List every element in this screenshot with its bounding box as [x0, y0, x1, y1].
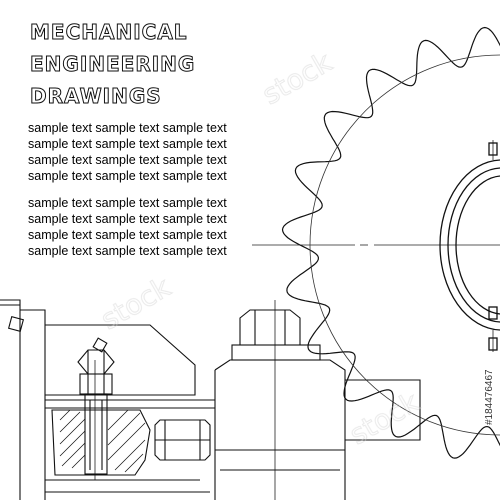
- sample-text-line: sample text sample text sample text: [28, 137, 227, 151]
- sample-text-line: sample text sample text sample text: [28, 212, 227, 226]
- sample-text-line: sample text sample text sample text: [28, 228, 227, 242]
- title-line-2: ENGINEERING: [29, 52, 196, 77]
- gear-bore: [439, 142, 500, 351]
- bolt-drawing: [77, 337, 115, 475]
- sample-text-line: sample text sample text sample text: [28, 169, 227, 183]
- svg-text:stock: stock: [344, 385, 426, 451]
- central-assembly: [154, 309, 421, 500]
- sample-text-line: sample text sample text sample text: [28, 196, 227, 210]
- sample-text-block-1: sample text sample text sample text samp…: [28, 120, 227, 184]
- title-line-1: MECHANICAL: [30, 20, 188, 45]
- sample-text-line: sample text sample text sample text: [28, 153, 227, 167]
- svg-text:stock: stock: [256, 45, 338, 111]
- machine-housing-drawing: [0, 299, 215, 500]
- sample-text-block-2: sample text sample text sample text samp…: [28, 195, 227, 259]
- centerlines: [94, 140, 500, 500]
- gear-pitch-circle: [309, 54, 500, 436]
- sample-text-line: sample text sample text sample text: [28, 121, 227, 135]
- svg-text:stock: stock: [95, 270, 177, 336]
- stock-id: #184476467: [484, 369, 495, 425]
- title-line-3: DRAWINGS: [30, 84, 162, 109]
- gear-sprocket-drawing: [281, 26, 500, 459]
- sample-text-line: sample text sample text sample text: [28, 244, 227, 258]
